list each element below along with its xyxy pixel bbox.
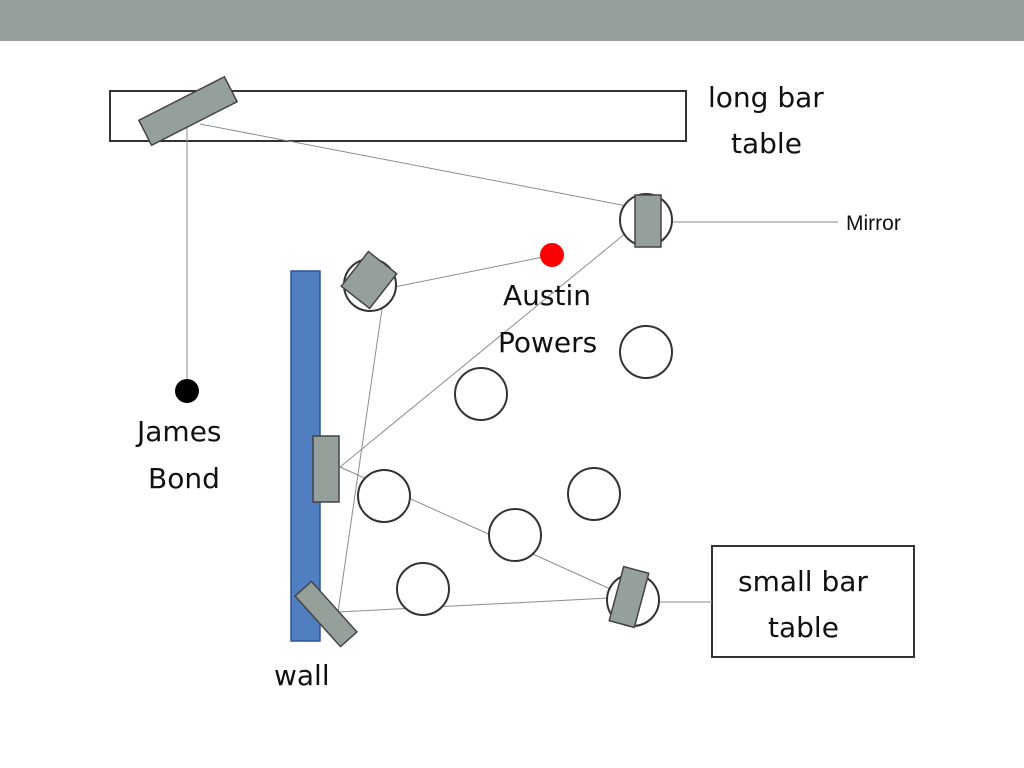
james-bond-label-line1: James — [135, 415, 222, 448]
round-table — [619, 325, 673, 379]
ray-lower-wall-mirror-to-small-bar-mirror — [337, 596, 629, 613]
wall-label: wall — [274, 659, 330, 692]
mirror-label: Mirror — [846, 212, 901, 235]
small-bar-table-label-line1: small bar — [738, 565, 868, 598]
mirror-top-right — [634, 194, 662, 248]
round-table — [396, 562, 450, 616]
round-table — [357, 469, 411, 523]
james-bond-dot — [175, 379, 199, 403]
long-bar-table-label-line1: long bar — [708, 81, 824, 114]
austin-powers-label-line1: Austin — [503, 279, 591, 312]
ray-right-mirror-to-wall-mirror — [339, 227, 633, 468]
mirror-upper-left — [340, 250, 398, 310]
small-bar-table-label-line2: table — [768, 611, 839, 644]
ray-upper-mirror-to-lower-wall-mirror — [337, 294, 385, 613]
round-table — [454, 367, 508, 421]
round-table — [567, 467, 621, 521]
austin-powers-dot — [540, 243, 564, 267]
austin-powers-label-line2: Powers — [498, 326, 597, 359]
header-bar — [0, 0, 1024, 41]
round-table — [488, 508, 542, 562]
mirror-on-wall-middle — [312, 435, 340, 503]
james-bond-label-line2: Bond — [148, 462, 220, 495]
sight-lines — [186, 123, 838, 613]
mirror-on-wall-bottom — [294, 580, 358, 648]
ray-upper-mirror-to-austin — [379, 255, 549, 291]
mirror-small-bar — [608, 565, 650, 629]
ray-top-mirror-to-right-mirror — [199, 123, 633, 208]
long-bar-table-label-line2: table — [731, 127, 802, 160]
small-bar-table — [711, 545, 915, 658]
mirror-on-long-bar — [137, 75, 239, 147]
